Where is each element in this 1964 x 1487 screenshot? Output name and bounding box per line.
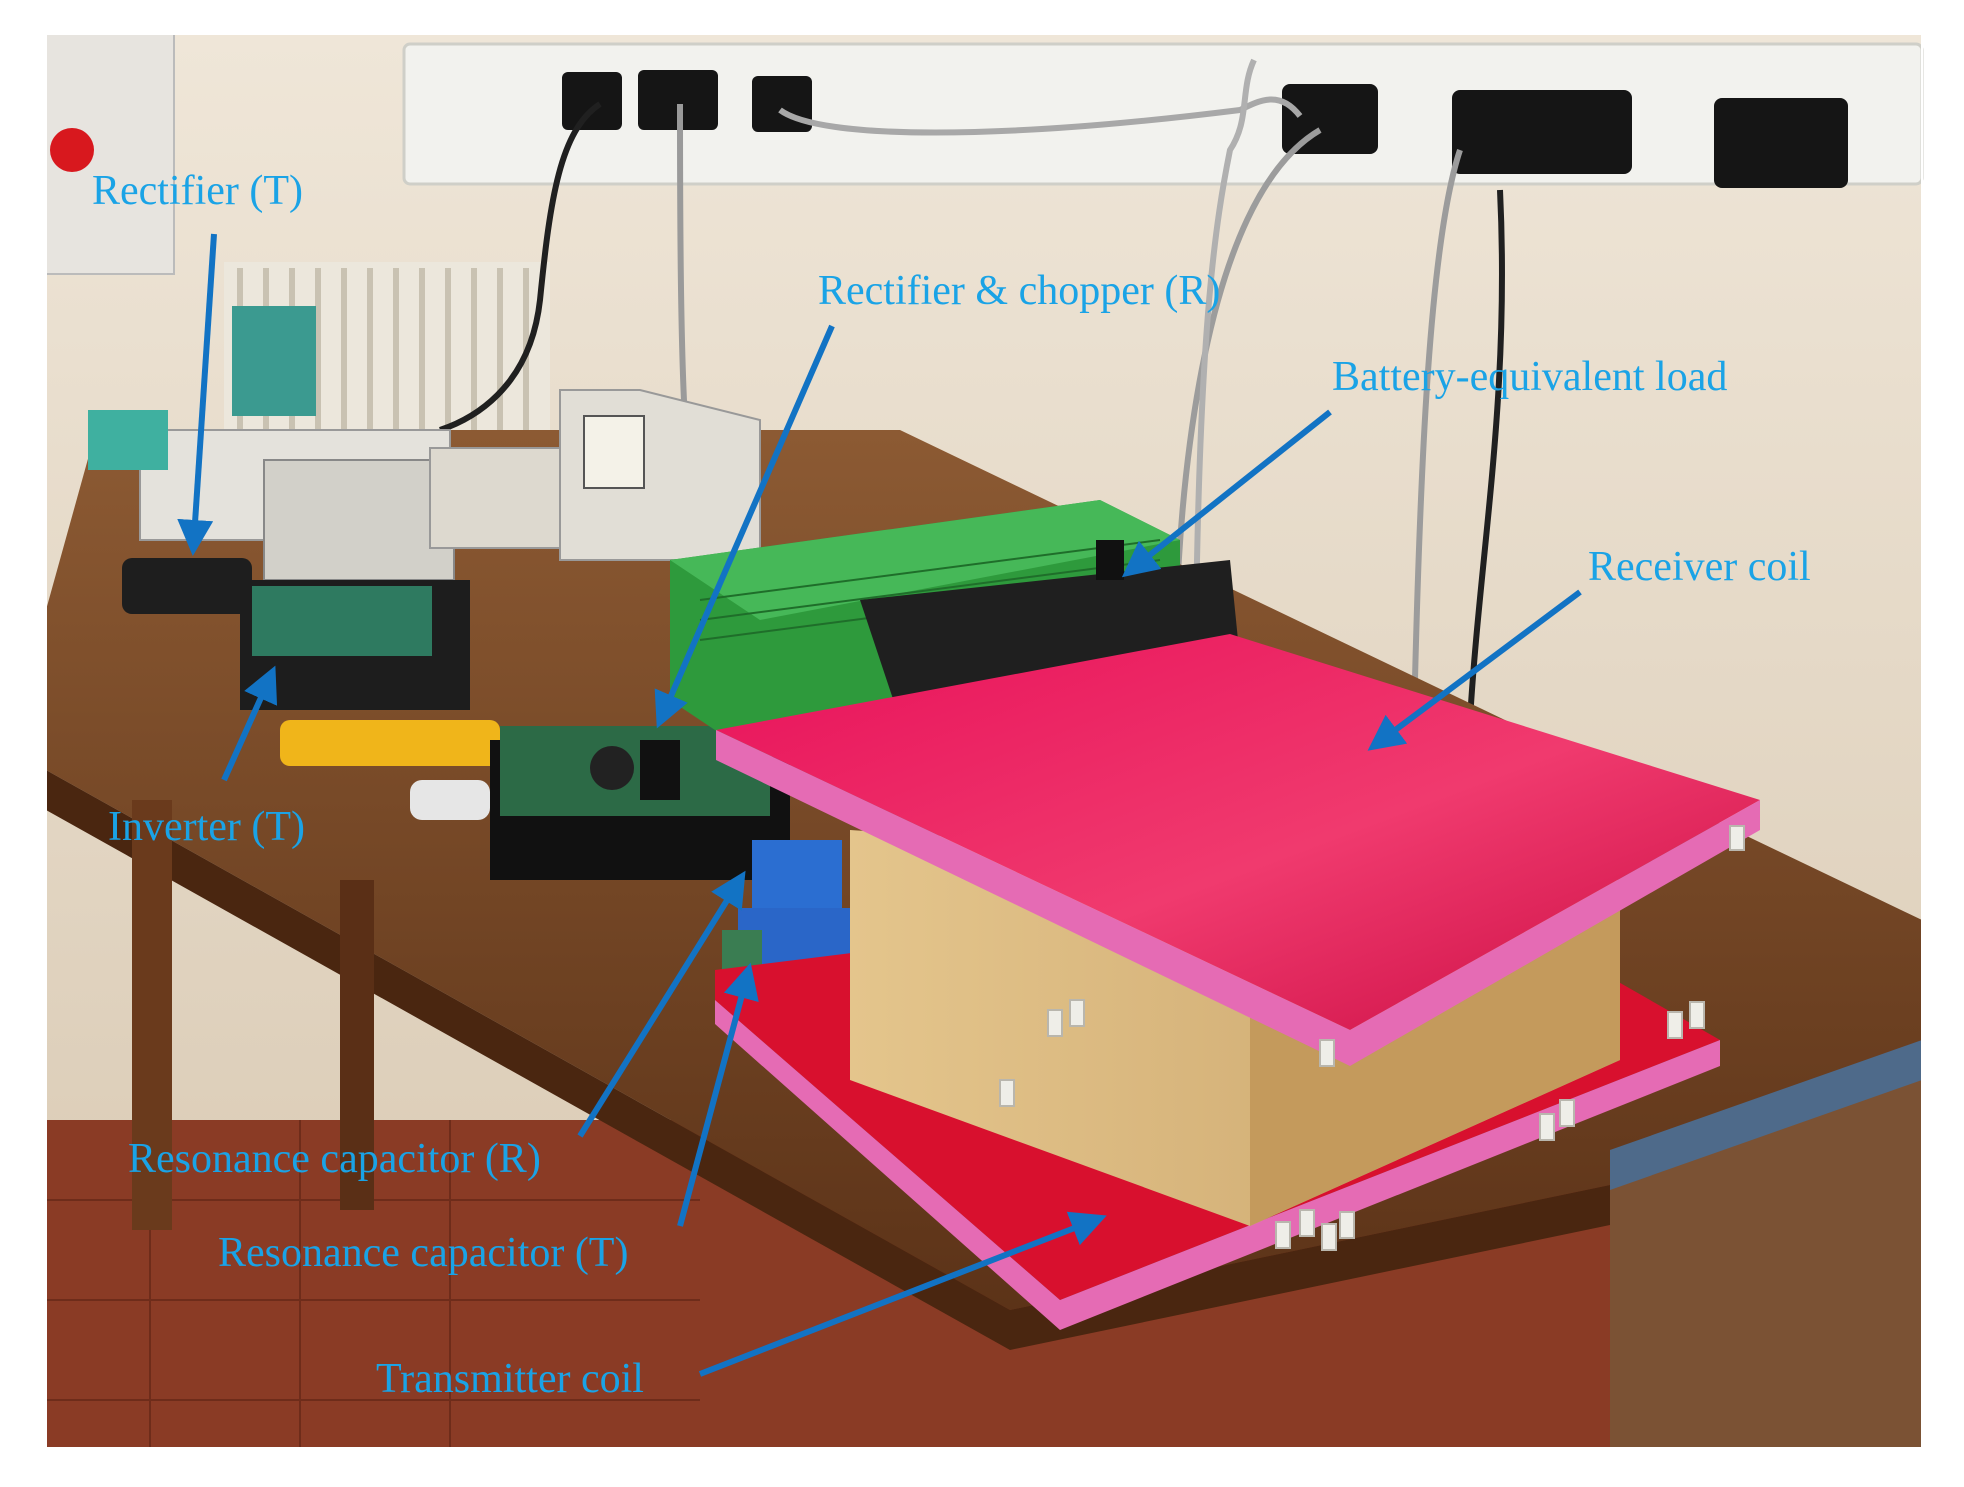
nylon-bolts	[999, 825, 1745, 1251]
arrow-res-cap-t	[677, 962, 759, 1227]
arrow-inverter-t	[221, 665, 278, 782]
label-resonance-capacitor-t: Resonance capacitor (T)	[218, 1230, 629, 1276]
label-rectifier-chopper-r: Rectifier & chopper (R)	[818, 268, 1221, 314]
arrow-rectifier-chopper	[654, 324, 835, 729]
socket-strip	[402, 42, 1924, 186]
label-inverter-t: Inverter (T)	[108, 804, 306, 850]
label-battery-equivalent-load: Battery-equivalent load	[1332, 354, 1728, 400]
arrow-transmitter-coil	[698, 1211, 1107, 1377]
annotation-arrows	[177, 233, 1582, 1377]
table-leg	[340, 880, 374, 1210]
receiver-plate-edge	[716, 730, 1760, 1066]
emergency-button	[50, 128, 94, 172]
receiver-plate	[716, 634, 1760, 1030]
arrow-rectifier-t	[177, 233, 217, 556]
photo-frame	[45, 33, 1923, 1449]
side-desk-top	[1610, 1040, 1922, 1190]
arrow-res-cap-r	[577, 870, 746, 1138]
side-desk	[1610, 1080, 1922, 1448]
arrow-receiver-coil	[1367, 589, 1582, 751]
wall-sockets	[562, 70, 1848, 188]
coil-assembly	[715, 634, 1760, 1330]
label-rectifier-t: Rectifier (T)	[92, 168, 304, 214]
label-resonance-capacitor-r: Resonance capacitor (R)	[128, 1136, 541, 1182]
radiator	[224, 262, 550, 438]
label-receiver-coil: Receiver coil	[1588, 544, 1811, 590]
label-transmitter-coil: Transmitter coil	[376, 1356, 644, 1402]
transmitter-plate-edge	[715, 1000, 1720, 1330]
arrow-battery-load	[1121, 409, 1332, 578]
battery-equivalent-load	[670, 500, 1240, 760]
table-leg	[132, 800, 172, 1230]
